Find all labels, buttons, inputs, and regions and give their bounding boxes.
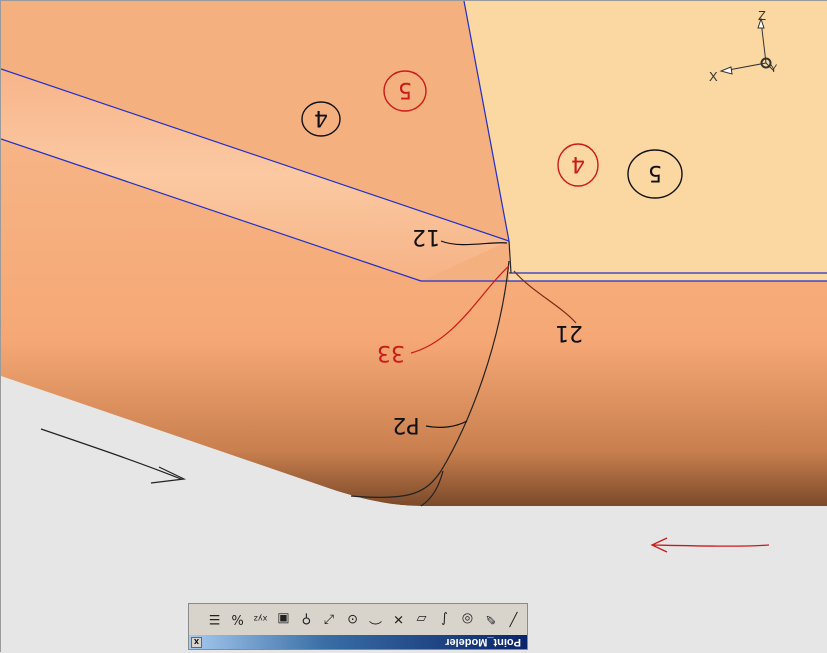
annotation-4-left: 4	[301, 101, 341, 137]
annotation-5-left: 5	[383, 70, 427, 112]
label-33: 33	[377, 340, 405, 365]
label-12: 12	[412, 224, 440, 249]
toolbar-title: Point_Modeler	[445, 636, 521, 648]
label-5-left: 5	[398, 77, 412, 102]
xyz-point-icon[interactable]: xyz	[253, 614, 268, 624]
label-5-right: 5	[648, 160, 662, 185]
target-point-icon[interactable]: ◎	[461, 611, 474, 627]
edge-strip	[509, 273, 827, 281]
label-21: 21	[555, 320, 583, 345]
node-point-icon[interactable]: ⚲	[301, 611, 312, 627]
toolbar-tools: ╱ ✎ ◎ ∫ ▱ ✕ ⌒ ⊙ ⤢ ⚲ ▣ xyz% ☰	[193, 607, 523, 631]
intersect-icon[interactable]: ✕	[393, 611, 404, 627]
curve-point-icon[interactable]: ∫	[441, 611, 448, 627]
box-point-icon[interactable]: ▣	[277, 611, 290, 627]
project-point-icon[interactable]: ⊙	[347, 611, 358, 627]
arrow-right-black	[40, 428, 187, 484]
label-4-left: 4	[314, 105, 328, 130]
plane-point-icon[interactable]: ▱	[416, 611, 427, 627]
annotation-5-right: 5	[627, 149, 683, 199]
close-icon[interactable]: x	[191, 637, 202, 648]
annotation-33: 33	[377, 265, 510, 365]
point-modeler-toolbar[interactable]: Point_Modeler x ╱ ✎ ◎ ∫ ▱ ✕ ⌒ ⊙ ⤢ ⚲ ▣ xyz% ☰	[188, 603, 528, 650]
arrow-left-red	[650, 537, 770, 553]
model-edges	[1, 1, 827, 282]
label-p2: P2	[392, 412, 419, 437]
slope-band	[1, 69, 509, 281]
cylinder-body	[1, 139, 827, 506]
grid-point-icon[interactable]: ☰	[208, 611, 221, 627]
fillet-curves	[350, 240, 512, 507]
offset-point-icon[interactable]: ⤢	[324, 611, 335, 627]
arc-point-icon[interactable]: ⌒	[369, 609, 383, 625]
axis-y-label: Y	[770, 63, 778, 75]
toolbar-titlebar[interactable]: Point_Modeler x	[189, 635, 527, 649]
annotation-p2: P2	[392, 412, 468, 437]
axis-z-label: Z	[758, 8, 766, 23]
axis-x-label: X	[709, 69, 718, 84]
line-tool-icon[interactable]: ╱	[509, 611, 518, 627]
floor	[1, 376, 827, 653]
annotation-12: 12	[412, 224, 508, 249]
percent-point-icon[interactable]: %	[231, 611, 244, 627]
axis-triad	[719, 17, 775, 75]
annotation-21: 21	[513, 270, 583, 345]
label-4-right: 4	[571, 151, 585, 176]
pen-tool-icon[interactable]: ✎	[485, 611, 496, 627]
annotation-4-right: 4	[557, 143, 599, 187]
